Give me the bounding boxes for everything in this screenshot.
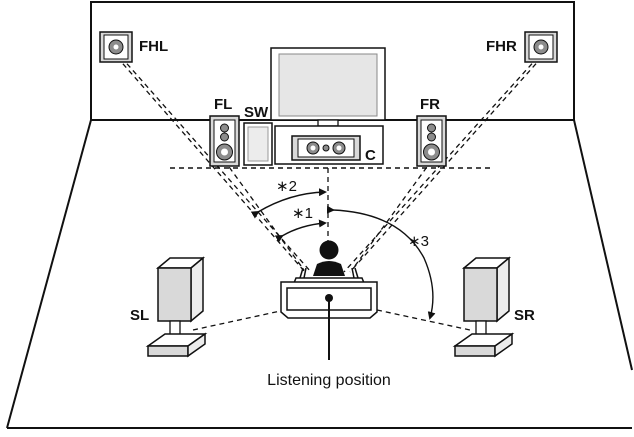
- label-sl: SL: [130, 307, 149, 324]
- subwoofer-icon: [243, 122, 273, 166]
- line-sr: [376, 309, 471, 331]
- label-fr: FR: [420, 96, 440, 113]
- listener-icon: [313, 240, 345, 276]
- angle-arc-1: [274, 219, 327, 243]
- label-fhr: FHR: [486, 38, 517, 55]
- label-c: C: [365, 147, 376, 164]
- tv-stand: [317, 119, 339, 127]
- caption-listening-position: Listening position: [267, 372, 391, 389]
- note-1: ∗1: [292, 205, 313, 222]
- angle-arc-3: [326, 205, 436, 320]
- listening-position-marker: [325, 294, 333, 360]
- center-speaker-icon: [291, 135, 361, 161]
- line-fr: [351, 159, 433, 271]
- line-fl: [223, 159, 305, 271]
- note-2: ∗2: [276, 178, 297, 195]
- surround-right-speaker-icon: [452, 256, 515, 358]
- label-fhl: FHL: [139, 38, 168, 55]
- label-sw: SW: [244, 104, 269, 121]
- angle-arcs: [250, 188, 436, 320]
- line-sl: [192, 309, 286, 331]
- right-wall: [573, 119, 633, 371]
- note-3: ∗3: [408, 233, 429, 250]
- front-height-right-speaker-icon: [524, 31, 558, 63]
- label-sr: SR: [514, 307, 535, 324]
- line-fhl: [116, 56, 306, 273]
- front-right-speaker-icon: [416, 115, 447, 167]
- left-wall: [6, 119, 92, 429]
- angle-arc-2: [250, 188, 327, 219]
- front-height-left-speaker-icon: [99, 31, 133, 63]
- front-left-speaker-icon: [209, 115, 240, 167]
- surround-left-speaker-icon: [145, 256, 208, 358]
- label-fl: FL: [214, 96, 232, 113]
- tv-screen: [278, 53, 378, 117]
